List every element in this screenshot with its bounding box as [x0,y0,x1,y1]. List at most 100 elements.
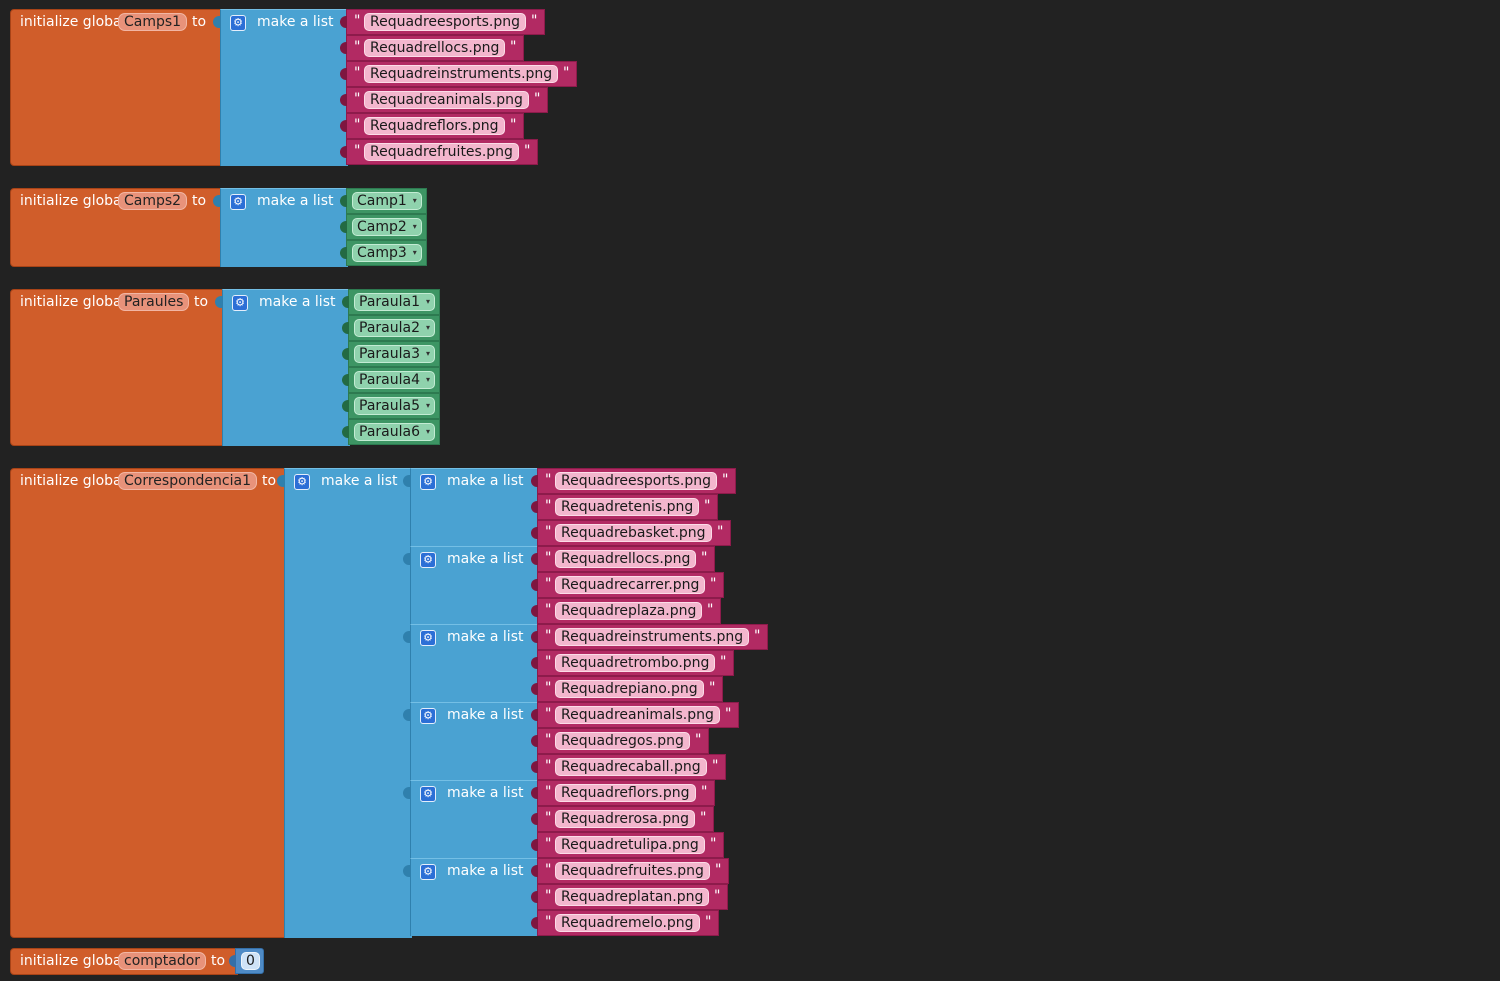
text-string-block[interactable]: "Requadrellocs.png" [531,546,715,572]
gear-icon[interactable]: ⚙ [232,295,248,311]
text-string-value[interactable]: Requadrellocs.png [555,550,697,568]
text-string-value[interactable]: Requadreplaza.png [555,602,703,620]
text-string-block[interactable]: "Requadregos.png" [531,728,709,754]
component-dropdown[interactable]: Paraula3▾ [354,345,435,363]
text-string-value[interactable]: Requadretenis.png [555,498,700,516]
text-string-block[interactable]: "Requadreflors.png" [531,780,715,806]
text-string-value[interactable]: Requadrefruites.png [555,862,710,880]
text-string-block[interactable]: "Requadrellocs.png" [340,35,524,61]
text-string-block[interactable]: "Requadreanimals.png" [531,702,739,728]
component-block[interactable]: Camp1▾ [340,188,427,214]
make-a-list-block[interactable]: ⚙make a list [403,702,538,780]
variable-name-field[interactable]: Camps1 [118,13,188,31]
quote-mark-close: " [700,810,707,826]
component-block[interactable]: Paraula5▾ [342,393,440,419]
text-string-block[interactable]: "Requadreesports.png" [531,468,736,494]
component-dropdown[interactable]: Paraula4▾ [354,371,435,389]
text-string-value[interactable]: Requadreflors.png [555,784,696,802]
text-string-block[interactable]: "Requadreplatan.png" [531,884,728,910]
make-a-list-block[interactable]: ⚙make a list [403,546,538,624]
component-dropdown[interactable]: Paraula1▾ [354,293,435,311]
component-dropdown[interactable]: Camp3▾ [352,244,422,262]
component-block[interactable]: Paraula1▾ [342,289,440,315]
variable-name-field[interactable]: comptador [118,952,207,970]
variable-name-field[interactable]: Camps2 [118,192,188,210]
text-string-value[interactable]: Requadreanimals.png [555,706,720,724]
make-a-list-block[interactable]: ⚙make a list [403,780,538,858]
number-value-field[interactable]: 0 [241,952,260,970]
text-string-block[interactable]: "Requadrecarrer.png" [531,572,724,598]
text-string-value[interactable]: Requadreesports.png [555,472,717,490]
text-string-value[interactable]: Requadrecaball.png [555,758,707,776]
text-string-value[interactable]: Requadremelo.png [555,914,700,932]
component-dropdown[interactable]: Paraula5▾ [354,397,435,415]
make-a-list-block[interactable]: ⚙make a list [403,468,538,546]
text-string-block[interactable]: "Requadreinstruments.png" [531,624,768,650]
text-string-block[interactable]: "Requadretenis.png" [531,494,718,520]
gear-icon[interactable]: ⚙ [420,630,436,646]
text-string-value[interactable]: Requadrebasket.png [555,524,712,542]
text-string-value[interactable]: Requadretrombo.png [555,654,716,672]
text-string-value[interactable]: Requadrefruites.png [364,143,519,161]
text-string-block[interactable]: "Requadrefruites.png" [340,139,538,165]
component-block[interactable]: Camp2▾ [340,214,427,240]
text-string-value[interactable]: Requadretulipa.png [555,836,705,854]
make-a-list-block[interactable]: ⚙make a list [403,624,538,702]
gear-icon[interactable]: ⚙ [420,708,436,724]
gear-icon[interactable]: ⚙ [420,786,436,802]
text-string-block[interactable]: "Requadretrombo.png" [531,650,734,676]
text-string-block[interactable]: "Requadrebasket.png" [531,520,731,546]
text-string-block[interactable]: "Requadreesports.png" [340,9,545,35]
text-string-block[interactable]: "Requadretulipa.png" [531,832,724,858]
make-a-list-block[interactable]: ⚙make a list [403,858,538,936]
text-string-value[interactable]: Requadreesports.png [364,13,526,31]
variable-name-field[interactable]: Paraules [118,293,190,311]
text-string-value[interactable]: Requadreplatan.png [555,888,710,906]
text-string-block[interactable]: "Requadremelo.png" [531,910,719,936]
gear-icon[interactable]: ⚙ [230,194,246,210]
text-string-value[interactable]: Requadrepiano.png [555,680,704,698]
component-block[interactable]: Paraula3▾ [342,341,440,367]
text-string-value[interactable]: Requadreanimals.png [364,91,529,109]
quote-mark-close: " [707,602,714,618]
gear-icon[interactable]: ⚙ [294,474,310,490]
text-string-value[interactable]: Requadrerosa.png [555,810,695,828]
component-block[interactable]: Paraula2▾ [342,315,440,341]
text-string-value[interactable]: Requadrecarrer.png [555,576,706,594]
gear-icon[interactable]: ⚙ [420,474,436,490]
text-string-block[interactable]: "Requadrefruites.png" [531,858,729,884]
component-block[interactable]: Paraula4▾ [342,367,440,393]
text-string-value[interactable]: Requadreinstruments.png [555,628,750,646]
text-string-block[interactable]: "Requadreinstruments.png" [340,61,577,87]
text-string-value[interactable]: Requadregos.png [555,732,690,750]
text-string-value[interactable]: Requadreinstruments.png [364,65,559,83]
text-string-block[interactable]: "Requadreplaza.png" [531,598,721,624]
number-block[interactable]: 0 [229,948,264,974]
text-string-block[interactable]: "Requadreanimals.png" [340,87,548,113]
make-a-list-block[interactable]: ⚙make a list [213,9,348,166]
component-dropdown[interactable]: Camp2▾ [352,218,422,236]
make-a-list-block[interactable]: ⚙make a list [277,468,412,938]
component-block[interactable]: Paraula6▾ [342,419,440,445]
text-string-block[interactable]: "Requadrecaball.png" [531,754,726,780]
gear-icon[interactable]: ⚙ [420,864,436,880]
component-dropdown[interactable]: Camp1▾ [352,192,422,210]
text-string-value[interactable]: Requadrellocs.png [364,39,506,57]
text-string-value[interactable]: Requadreflors.png [364,117,505,135]
gear-icon[interactable]: ⚙ [230,15,246,31]
text-string-block[interactable]: "Requadrepiano.png" [531,676,723,702]
component-dropdown[interactable]: Paraula6▾ [354,423,435,441]
variable-name-field[interactable]: Correspondencia1 [118,472,257,490]
make-a-list-block[interactable]: ⚙make a list [215,289,350,446]
component-block[interactable]: Camp3▾ [340,240,427,266]
gear-icon[interactable]: ⚙ [420,552,436,568]
text-string-block[interactable]: "Requadreflors.png" [340,113,524,139]
text-string-block[interactable]: "Requadrerosa.png" [531,806,714,832]
component-dropdown[interactable]: Paraula2▾ [354,319,435,337]
make-a-list-block[interactable]: ⚙make a list [213,188,348,267]
